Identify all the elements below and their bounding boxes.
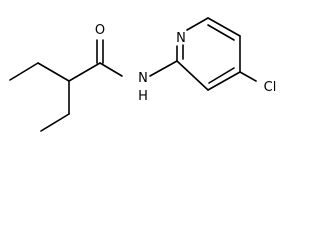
bond-ethyl1-ch3-ch2 (9, 62, 39, 81)
bond-c4-c3-inner (208, 67, 235, 84)
bond-n1-c6 (186, 17, 209, 31)
amide-hydrogen-label: H (138, 89, 148, 104)
bond-ethyl1-ch2-ch (37, 62, 70, 82)
bond-carbonyl-nitrogen (99, 62, 123, 77)
bond-c6-c5 (207, 17, 241, 37)
bond-c4-c3 (207, 71, 241, 91)
chlorine-label: Cl (264, 80, 277, 95)
bond-c3-c2 (176, 60, 209, 91)
oxygen-label: O (95, 23, 105, 38)
bond-ethyl2-ch2-ch3 (40, 113, 70, 132)
amide-nitrogen-label: N (138, 71, 148, 86)
bond-c4-chlorine (239, 71, 257, 82)
ring-nitrogen-label: N (176, 31, 186, 46)
molecule-structure: O N H N Cl (9, 17, 276, 132)
bonds (9, 17, 257, 132)
bond-ch-carbonyl (68, 62, 101, 82)
structure-canvas: O N H N Cl (9, 17, 276, 132)
atom-labels: O N H N Cl (95, 23, 276, 104)
bond-c6-c5-inner (207, 24, 235, 41)
bond-nitrogen-c2 (149, 60, 178, 77)
